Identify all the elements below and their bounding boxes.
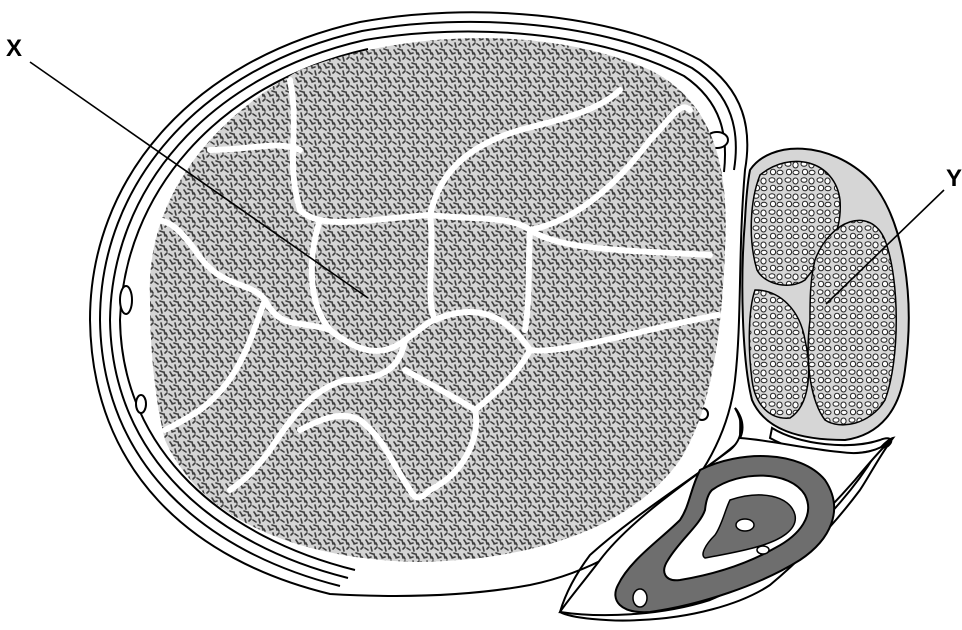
small-muscle-y bbox=[742, 149, 908, 440]
muscle-fascicles bbox=[150, 38, 726, 562]
label-y: Y bbox=[946, 165, 962, 192]
label-x: X bbox=[6, 35, 22, 62]
